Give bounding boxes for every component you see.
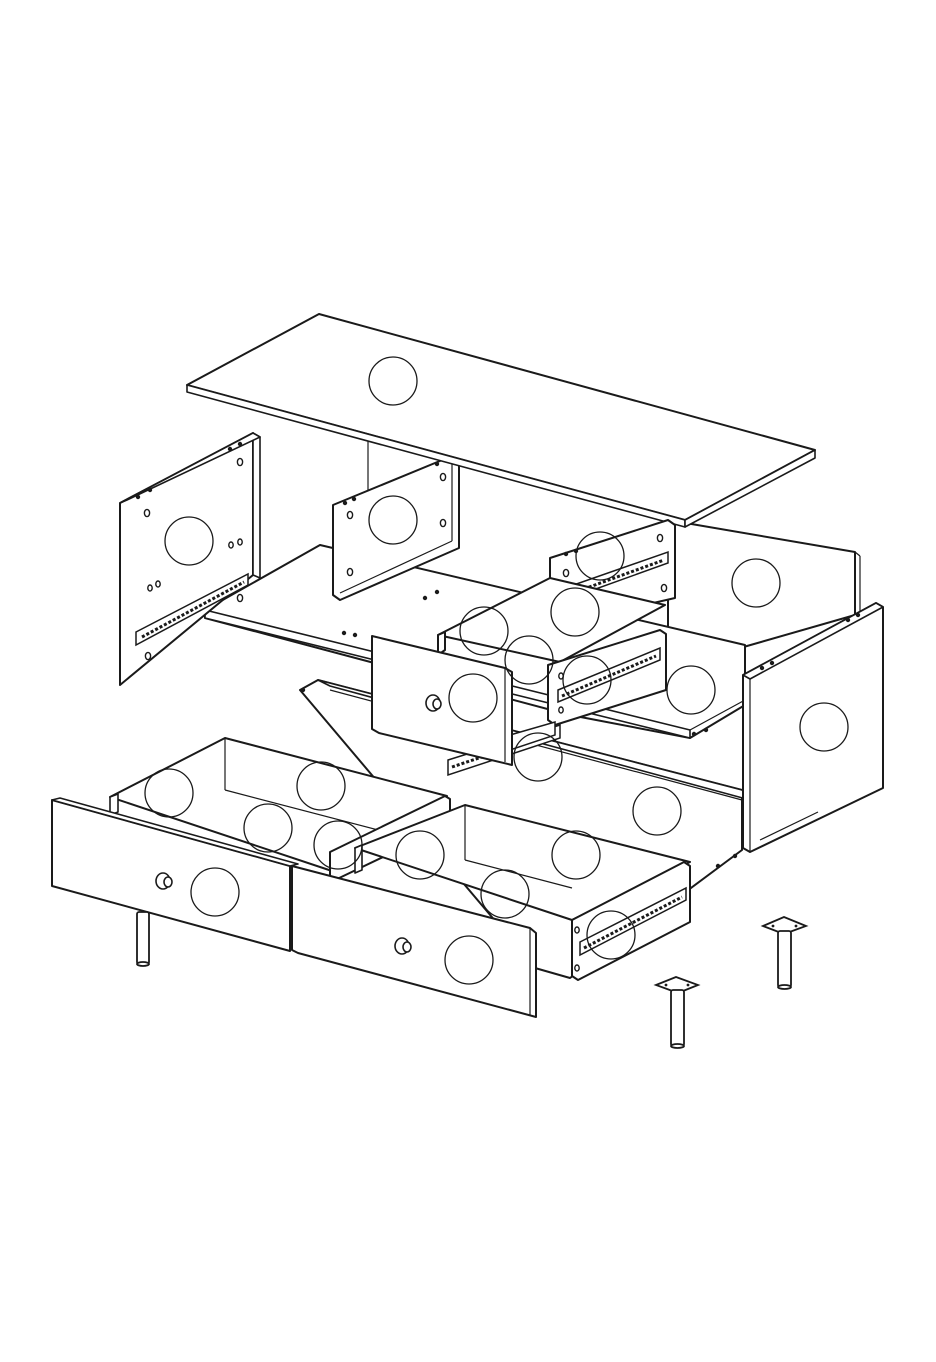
leg-with-plate-front [656, 977, 698, 1048]
front-leg-left [137, 912, 149, 966]
leg-with-plate-back [763, 917, 806, 989]
left-side-panel [120, 433, 260, 685]
top-panel [187, 314, 815, 527]
